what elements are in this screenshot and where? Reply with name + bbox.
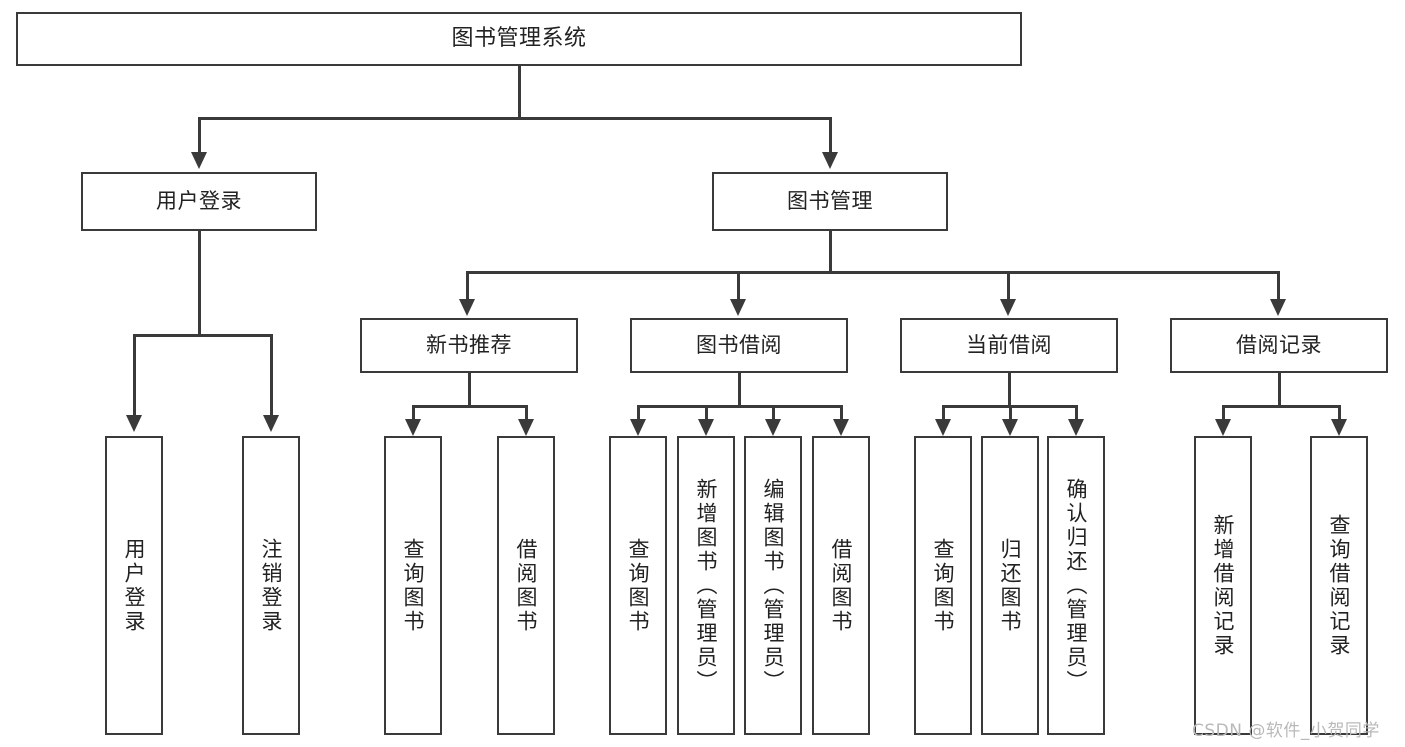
node-new-book-recommend[interactable]: 新书推荐 <box>360 318 578 373</box>
arrowhead-user-login <box>191 152 207 169</box>
arrowhead-borrow-record <box>1270 299 1286 316</box>
node-root-system[interactable]: 图书管理系统 <box>16 12 1022 66</box>
node-leaf-query-record[interactable]: 查询借阅记录 <box>1310 436 1368 735</box>
arrowhead-leaf-confirm-return <box>1068 419 1084 436</box>
node-borrow-record[interactable]: 借阅记录 <box>1170 318 1388 373</box>
edge-new-book-recommend-trunk <box>468 373 471 408</box>
edge-book-manage-trunk <box>829 231 832 274</box>
arrowhead-leaf-logout <box>263 415 279 432</box>
edge-to-leaf-add-record <box>1222 405 1225 422</box>
node-leaf-borrow-book-1[interactable]: 借阅图书 <box>497 436 555 735</box>
edge-book-borrow-trunk <box>738 373 741 408</box>
edge-to-leaf-add-book <box>705 405 708 422</box>
arrowhead-leaf-add-record <box>1215 419 1231 436</box>
arrowhead-new-book-recommend <box>459 299 475 316</box>
node-current-borrow[interactable]: 当前借阅 <box>900 318 1118 373</box>
node-leaf-borrow-book-2[interactable]: 借阅图书 <box>812 436 870 735</box>
edge-current-borrow-trunk <box>1008 373 1011 408</box>
node-book-manage[interactable]: 图书管理 <box>712 172 948 231</box>
node-leaf-confirm-return[interactable]: 确认归还（管理员） <box>1047 436 1105 735</box>
arrowhead-leaf-user-login <box>126 415 142 432</box>
arrowhead-leaf-return-book <box>1002 419 1018 436</box>
edge-to-leaf-edit-book <box>772 405 775 422</box>
node-leaf-add-record[interactable]: 新增借阅记录 <box>1194 436 1252 735</box>
node-label: 编辑图书（管理员） <box>761 477 786 694</box>
edge-to-leaf-user-login <box>133 334 136 418</box>
edge-borrow-record-bar <box>1222 405 1341 408</box>
arrowhead-book-borrow <box>730 299 746 316</box>
node-label: 借阅图书 <box>829 537 854 634</box>
node-label: 查询借阅记录 <box>1327 513 1352 658</box>
edge-to-leaf-return-book <box>1009 405 1012 422</box>
edge-book-manage-bar <box>466 271 1278 274</box>
node-label: 查询图书 <box>931 537 956 634</box>
node-label: 新增借阅记录 <box>1211 513 1236 658</box>
arrowhead-leaf-query-book-3 <box>935 419 951 436</box>
edge-root-to-user-login <box>198 117 201 155</box>
node-leaf-edit-book[interactable]: 编辑图书（管理员） <box>744 436 802 735</box>
node-leaf-return-book[interactable]: 归还图书 <box>981 436 1039 735</box>
arrowhead-leaf-edit-book <box>765 419 781 436</box>
edge-to-leaf-logout <box>270 334 273 418</box>
edge-to-current-borrow <box>1007 271 1010 301</box>
edge-to-new-book-recommend <box>466 271 469 301</box>
arrowhead-leaf-query-book-1 <box>405 419 421 436</box>
node-label: 查询图书 <box>401 537 426 634</box>
arrowhead-leaf-borrow-book-2 <box>833 419 849 436</box>
edge-to-leaf-query-book-3 <box>942 405 945 422</box>
edge-new-book-recommend-bar <box>412 405 528 408</box>
edge-user-login-bar <box>133 334 273 337</box>
node-leaf-add-book[interactable]: 新增图书（管理员） <box>677 436 735 735</box>
arrowhead-leaf-query-book-2 <box>630 419 646 436</box>
node-label: 图书管理系统 <box>451 25 587 51</box>
node-label: 归还图书 <box>998 537 1023 634</box>
edge-to-leaf-borrow-book-2 <box>840 405 843 422</box>
node-label: 用户登录 <box>156 188 242 213</box>
node-user-login[interactable]: 用户登录 <box>81 172 317 231</box>
node-label: 查询图书 <box>626 537 651 634</box>
arrowhead-leaf-add-book <box>698 419 714 436</box>
edge-user-login-trunk <box>198 231 201 335</box>
node-label: 新书推荐 <box>426 332 512 357</box>
edge-to-book-borrow <box>737 271 740 301</box>
node-label: 新增图书（管理员） <box>694 477 719 694</box>
node-label: 用户登录 <box>122 537 147 634</box>
node-leaf-query-book-1[interactable]: 查询图书 <box>384 436 442 735</box>
edge-root-bar <box>198 117 832 120</box>
arrowhead-book-manage <box>822 152 838 169</box>
edge-to-leaf-query-book-1 <box>412 405 415 422</box>
node-leaf-user-login[interactable]: 用户登录 <box>105 436 163 735</box>
node-leaf-logout[interactable]: 注销登录 <box>242 436 300 735</box>
edge-book-borrow-bar <box>637 405 843 408</box>
node-leaf-query-book-3[interactable]: 查询图书 <box>914 436 972 735</box>
edge-root-trunk <box>518 66 521 117</box>
node-leaf-query-book-2[interactable]: 查询图书 <box>609 436 667 735</box>
node-label: 当前借阅 <box>966 332 1052 357</box>
edge-to-leaf-confirm-return <box>1075 405 1078 422</box>
arrowhead-current-borrow <box>1000 299 1016 316</box>
node-label: 借阅记录 <box>1236 332 1322 357</box>
node-label: 确认归还（管理员） <box>1064 477 1089 694</box>
arrowhead-leaf-borrow-book-1 <box>518 419 534 436</box>
csdn-watermark: CSDN @软件_小贺同学 <box>1192 721 1380 741</box>
edge-to-leaf-borrow-book-1 <box>525 405 528 422</box>
arrowhead-leaf-query-record <box>1331 419 1347 436</box>
edge-to-leaf-query-book-2 <box>637 405 640 422</box>
node-label: 借阅图书 <box>514 537 539 634</box>
edge-to-leaf-query-record <box>1338 405 1341 422</box>
edge-borrow-record-trunk <box>1278 373 1281 408</box>
node-label: 图书借阅 <box>696 332 782 357</box>
node-label: 图书管理 <box>787 188 873 213</box>
node-book-borrow[interactable]: 图书借阅 <box>630 318 848 373</box>
edge-to-borrow-record <box>1277 271 1280 301</box>
edge-root-to-book-manage <box>829 117 832 155</box>
node-label: 注销登录 <box>259 537 284 634</box>
